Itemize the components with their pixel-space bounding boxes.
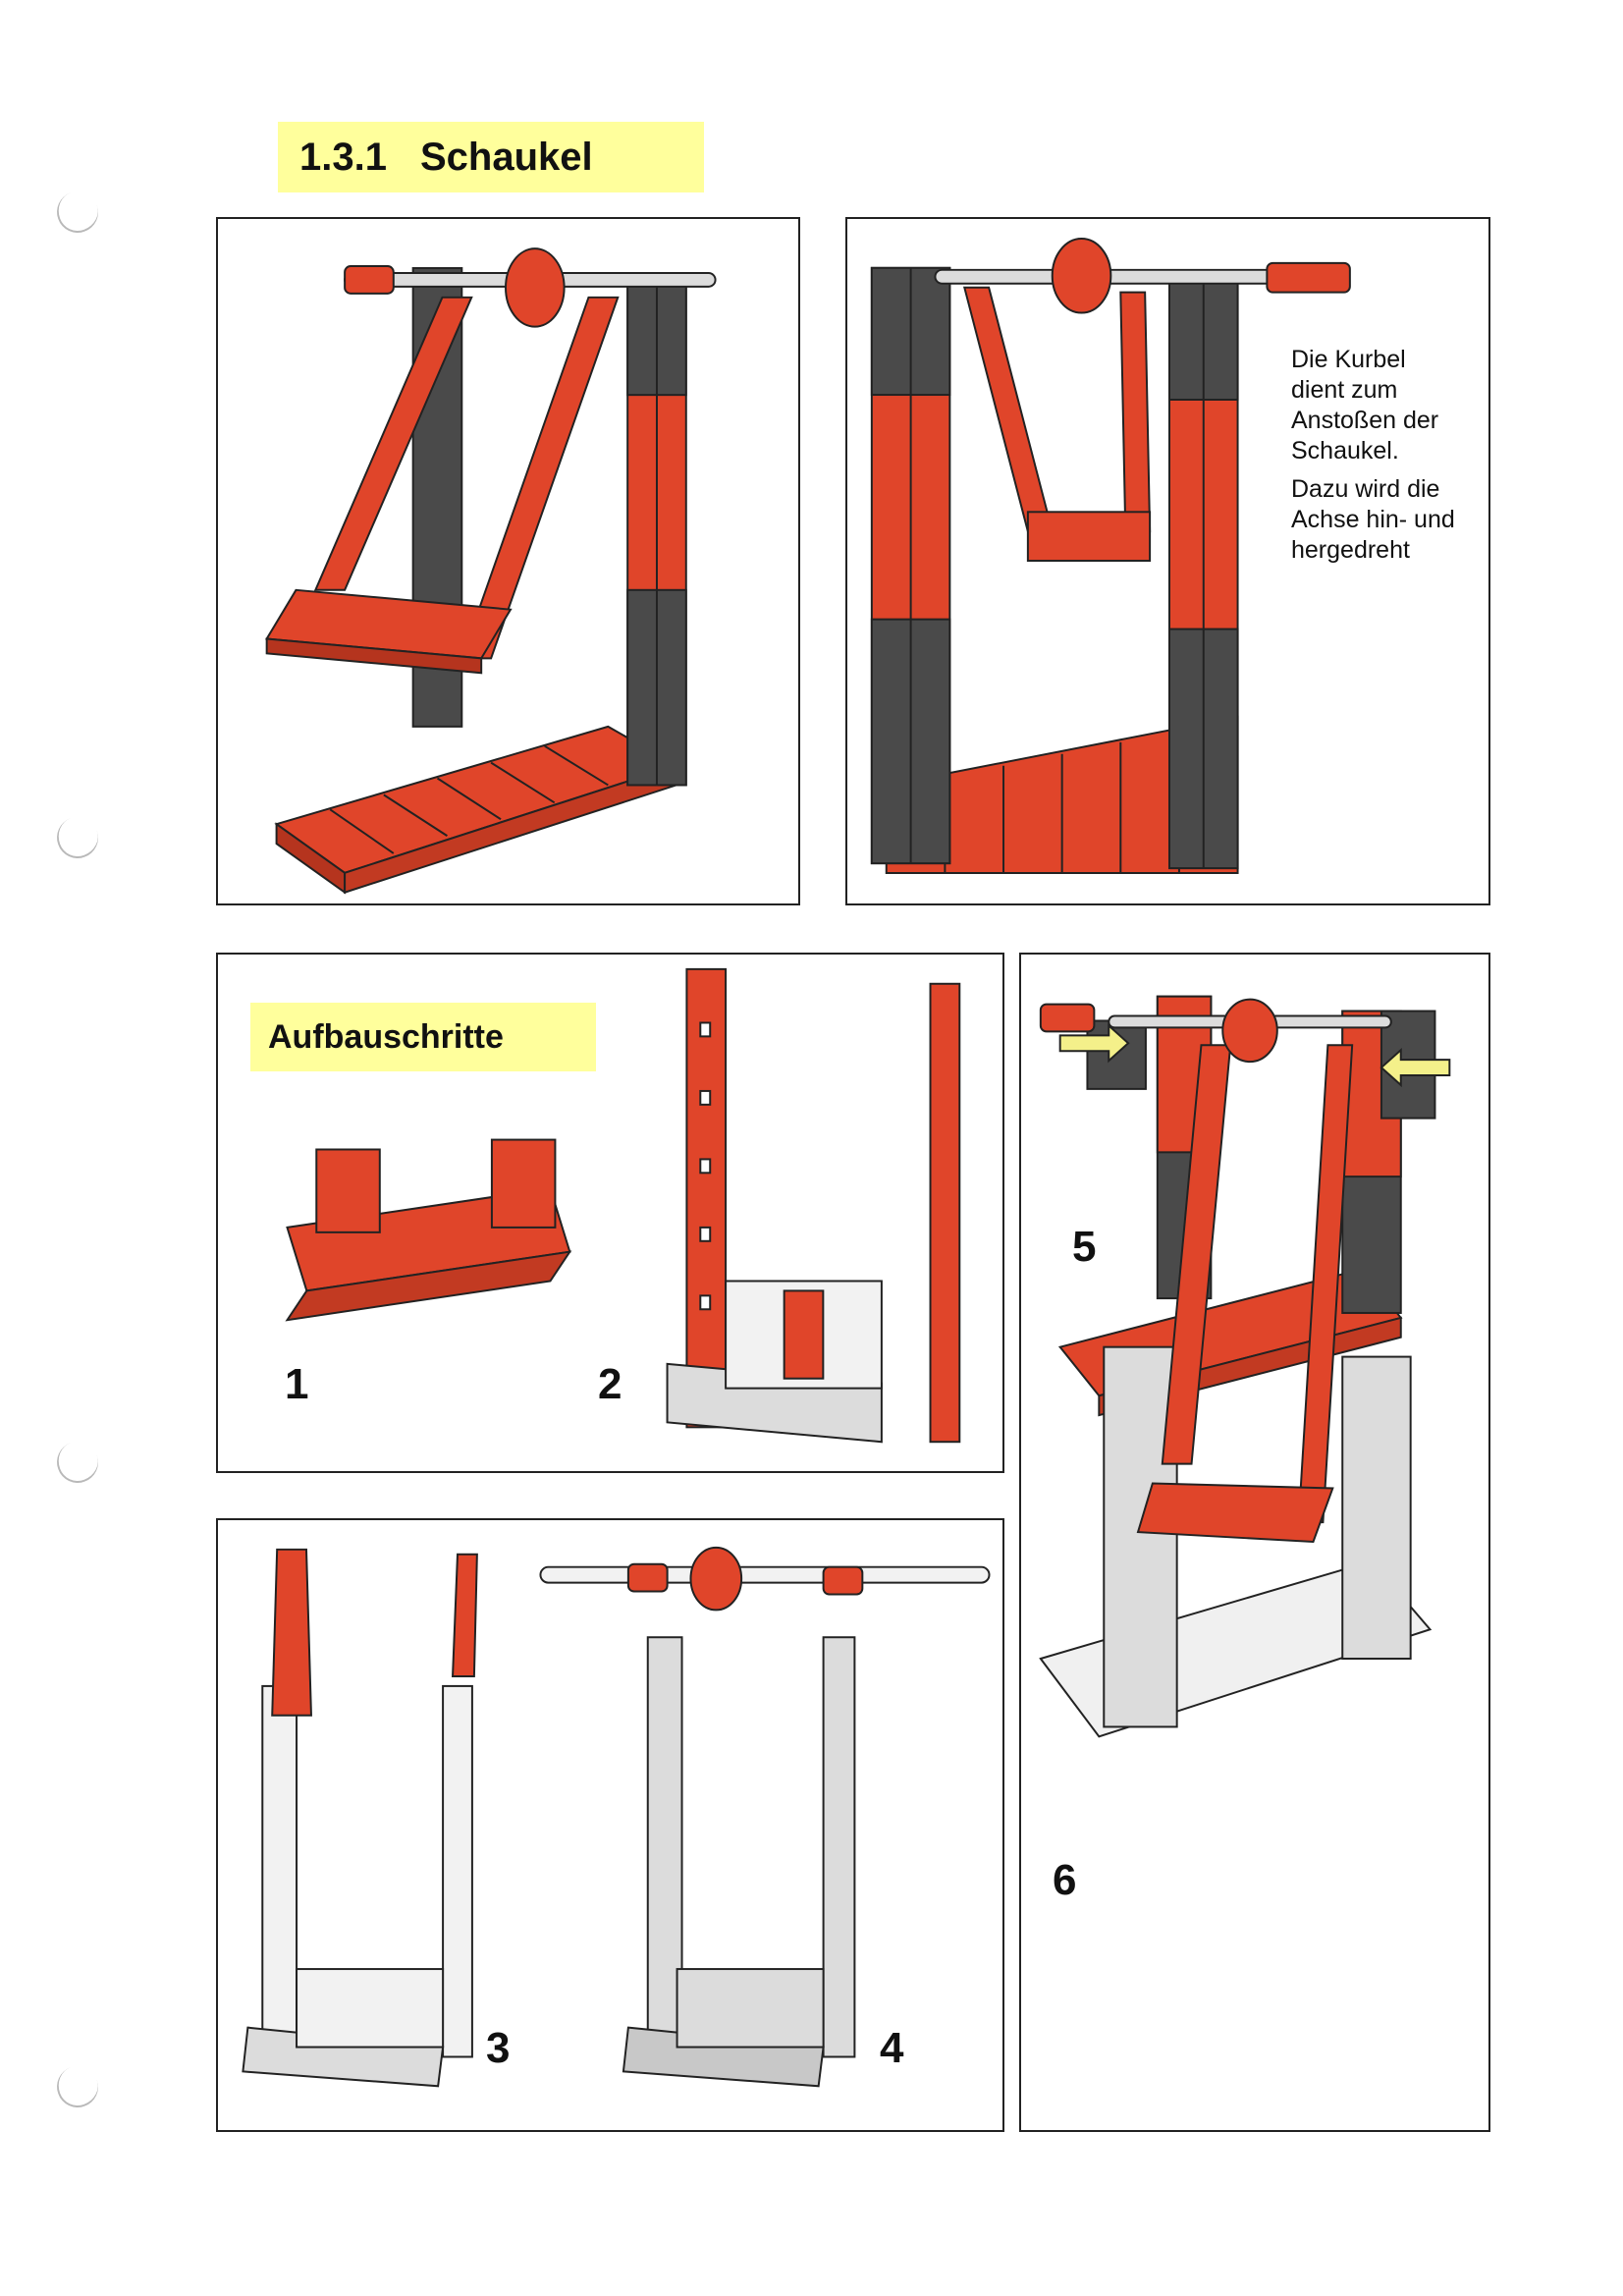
section-name: Schaukel [419,135,593,179]
step-number-6: 6 [1053,1856,1077,1904]
steps-1-2-illustration [285,967,961,1444]
figure-steps-5-6: 5 6 [1019,953,1490,2132]
note-paragraph-2: Dazu wird die Achse hin- und hergedreht [1291,475,1455,564]
figure-swing-front: Die Kurbel dient zum Anstoßen der Schauk… [845,217,1490,905]
steps-heading: Aufbauschritte [250,1003,596,1071]
section-number: 1.3.1 [299,135,387,179]
punch-hole [51,811,104,864]
step-number-1: 1 [285,1360,309,1408]
punch-hole [51,186,104,239]
crank-note: Die Kurbel dient zum Anstoßen der Schauk… [1291,345,1483,574]
figure-steps-3-4: 3 4 [216,1518,1004,2132]
punch-hole [51,1436,104,1489]
swing-front-illustration [870,238,1351,875]
figure-swing-perspective [216,217,800,905]
steps-5-6-illustration [1039,995,1451,1738]
steps-3-4-illustration [242,1546,991,2088]
step-number-5: 5 [1072,1223,1097,1271]
note-paragraph-1: Die Kurbel dient zum Anstoßen der Schauk… [1291,346,1439,465]
step-number-4: 4 [880,2024,904,2072]
section-title: 1.3.1 Schaukel [278,122,704,192]
swing-perspective-illustration [264,247,717,895]
punch-hole [51,2060,104,2113]
step-number-3: 3 [486,2024,511,2072]
step-number-2: 2 [598,1360,622,1408]
figure-steps-1-2: Aufbauschritte 1 2 [216,953,1004,1473]
